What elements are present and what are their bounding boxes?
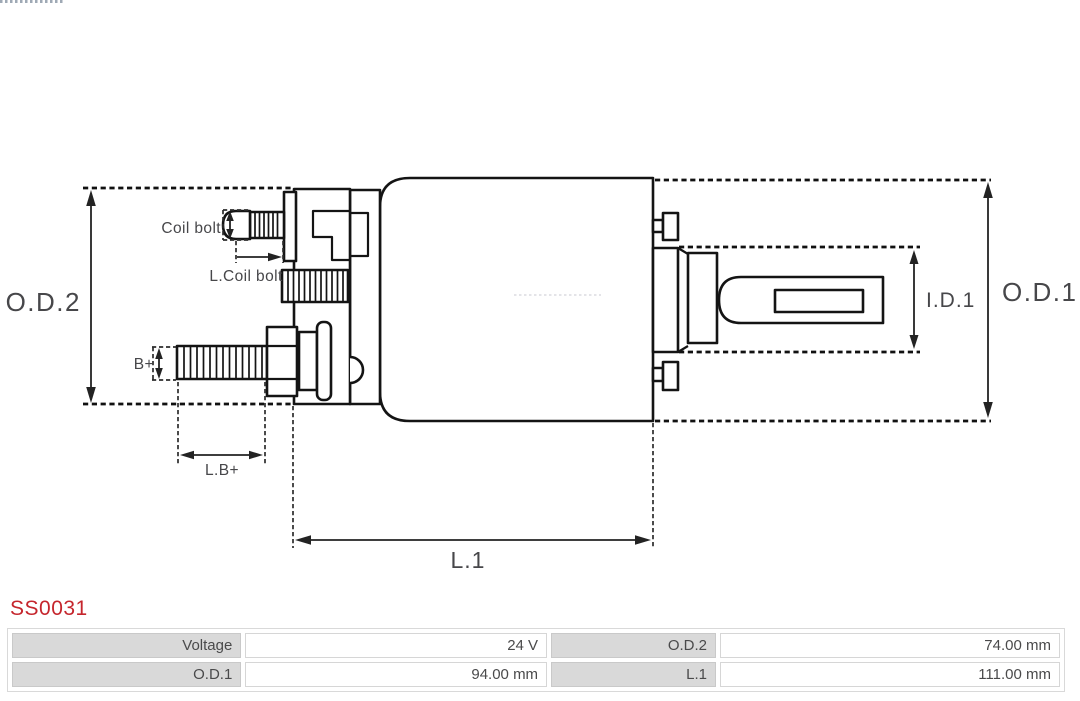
dimension-od2: O.D.2	[6, 190, 96, 403]
spec-value-voltage: 24 V	[245, 633, 548, 658]
shaft-slot	[773, 288, 865, 314]
spec-row-2: O.D.1 94.00 mm L.1 111.00 mm	[12, 662, 1060, 687]
spec-row-1: Voltage 24 V O.D.2 74.00 mm	[12, 633, 1060, 658]
spec-label-l1: L.1	[551, 662, 717, 687]
end-cap-details	[651, 211, 719, 392]
dimension-label-id1: I.D.1	[926, 289, 975, 312]
technical-diagram: O.D.2 O.D.1 I.D.1 L.1 Coil bolt	[6, 176, 1077, 573]
dimension-label-coil-bolt: Coil bolt	[161, 220, 221, 237]
bracket-cutout-arc	[349, 355, 365, 385]
coil-bolt	[221, 209, 286, 241]
dimension-label-od2: O.D.2	[6, 287, 81, 317]
dimension-od1: O.D.1	[983, 182, 1077, 418]
extension-lines	[83, 178, 991, 423]
dimension-label-l1: L.1	[451, 547, 486, 573]
helper-dashed-lines	[152, 209, 654, 548]
dimension-l-b-plus: L.B+	[180, 450, 263, 479]
spec-label-voltage: Voltage	[12, 633, 242, 658]
dimension-b-plus: B+	[134, 348, 163, 379]
plunger-shaft	[717, 275, 885, 325]
dimension-label-l-b-plus: L.B+	[205, 462, 239, 479]
washer	[315, 320, 333, 402]
top-edge-artifact	[0, 0, 63, 3]
dimension-label-od1: O.D.1	[1002, 277, 1077, 307]
dimension-label-l-coil-bolt: L.Coil bolt	[209, 268, 283, 285]
spec-label-od2: O.D.2	[551, 633, 717, 658]
dimension-l-coil-bolt: L.Coil bolt	[209, 252, 283, 285]
spacer	[297, 330, 319, 392]
hex-nut	[265, 325, 299, 398]
dimension-label-b-plus: B+	[134, 356, 154, 373]
spec-table: Voltage 24 V O.D.2 74.00 mm O.D.1 94.00 …	[7, 628, 1065, 692]
dimension-coil-bolt: Coil bolt	[161, 211, 234, 239]
dimension-l1: L.1	[295, 535, 651, 573]
solenoid-body	[378, 176, 655, 423]
spec-value-od1: 94.00 mm	[245, 662, 548, 687]
spec-value-l1: 111.00 mm	[720, 662, 1060, 687]
threaded-boss	[280, 268, 350, 304]
dimension-id1: I.D.1	[909, 250, 975, 349]
b-plus-bolt	[175, 320, 333, 402]
product-code: SS0031	[10, 597, 88, 620]
spec-value-od2: 74.00 mm	[720, 633, 1060, 658]
spec-label-od1: O.D.1	[12, 662, 242, 687]
